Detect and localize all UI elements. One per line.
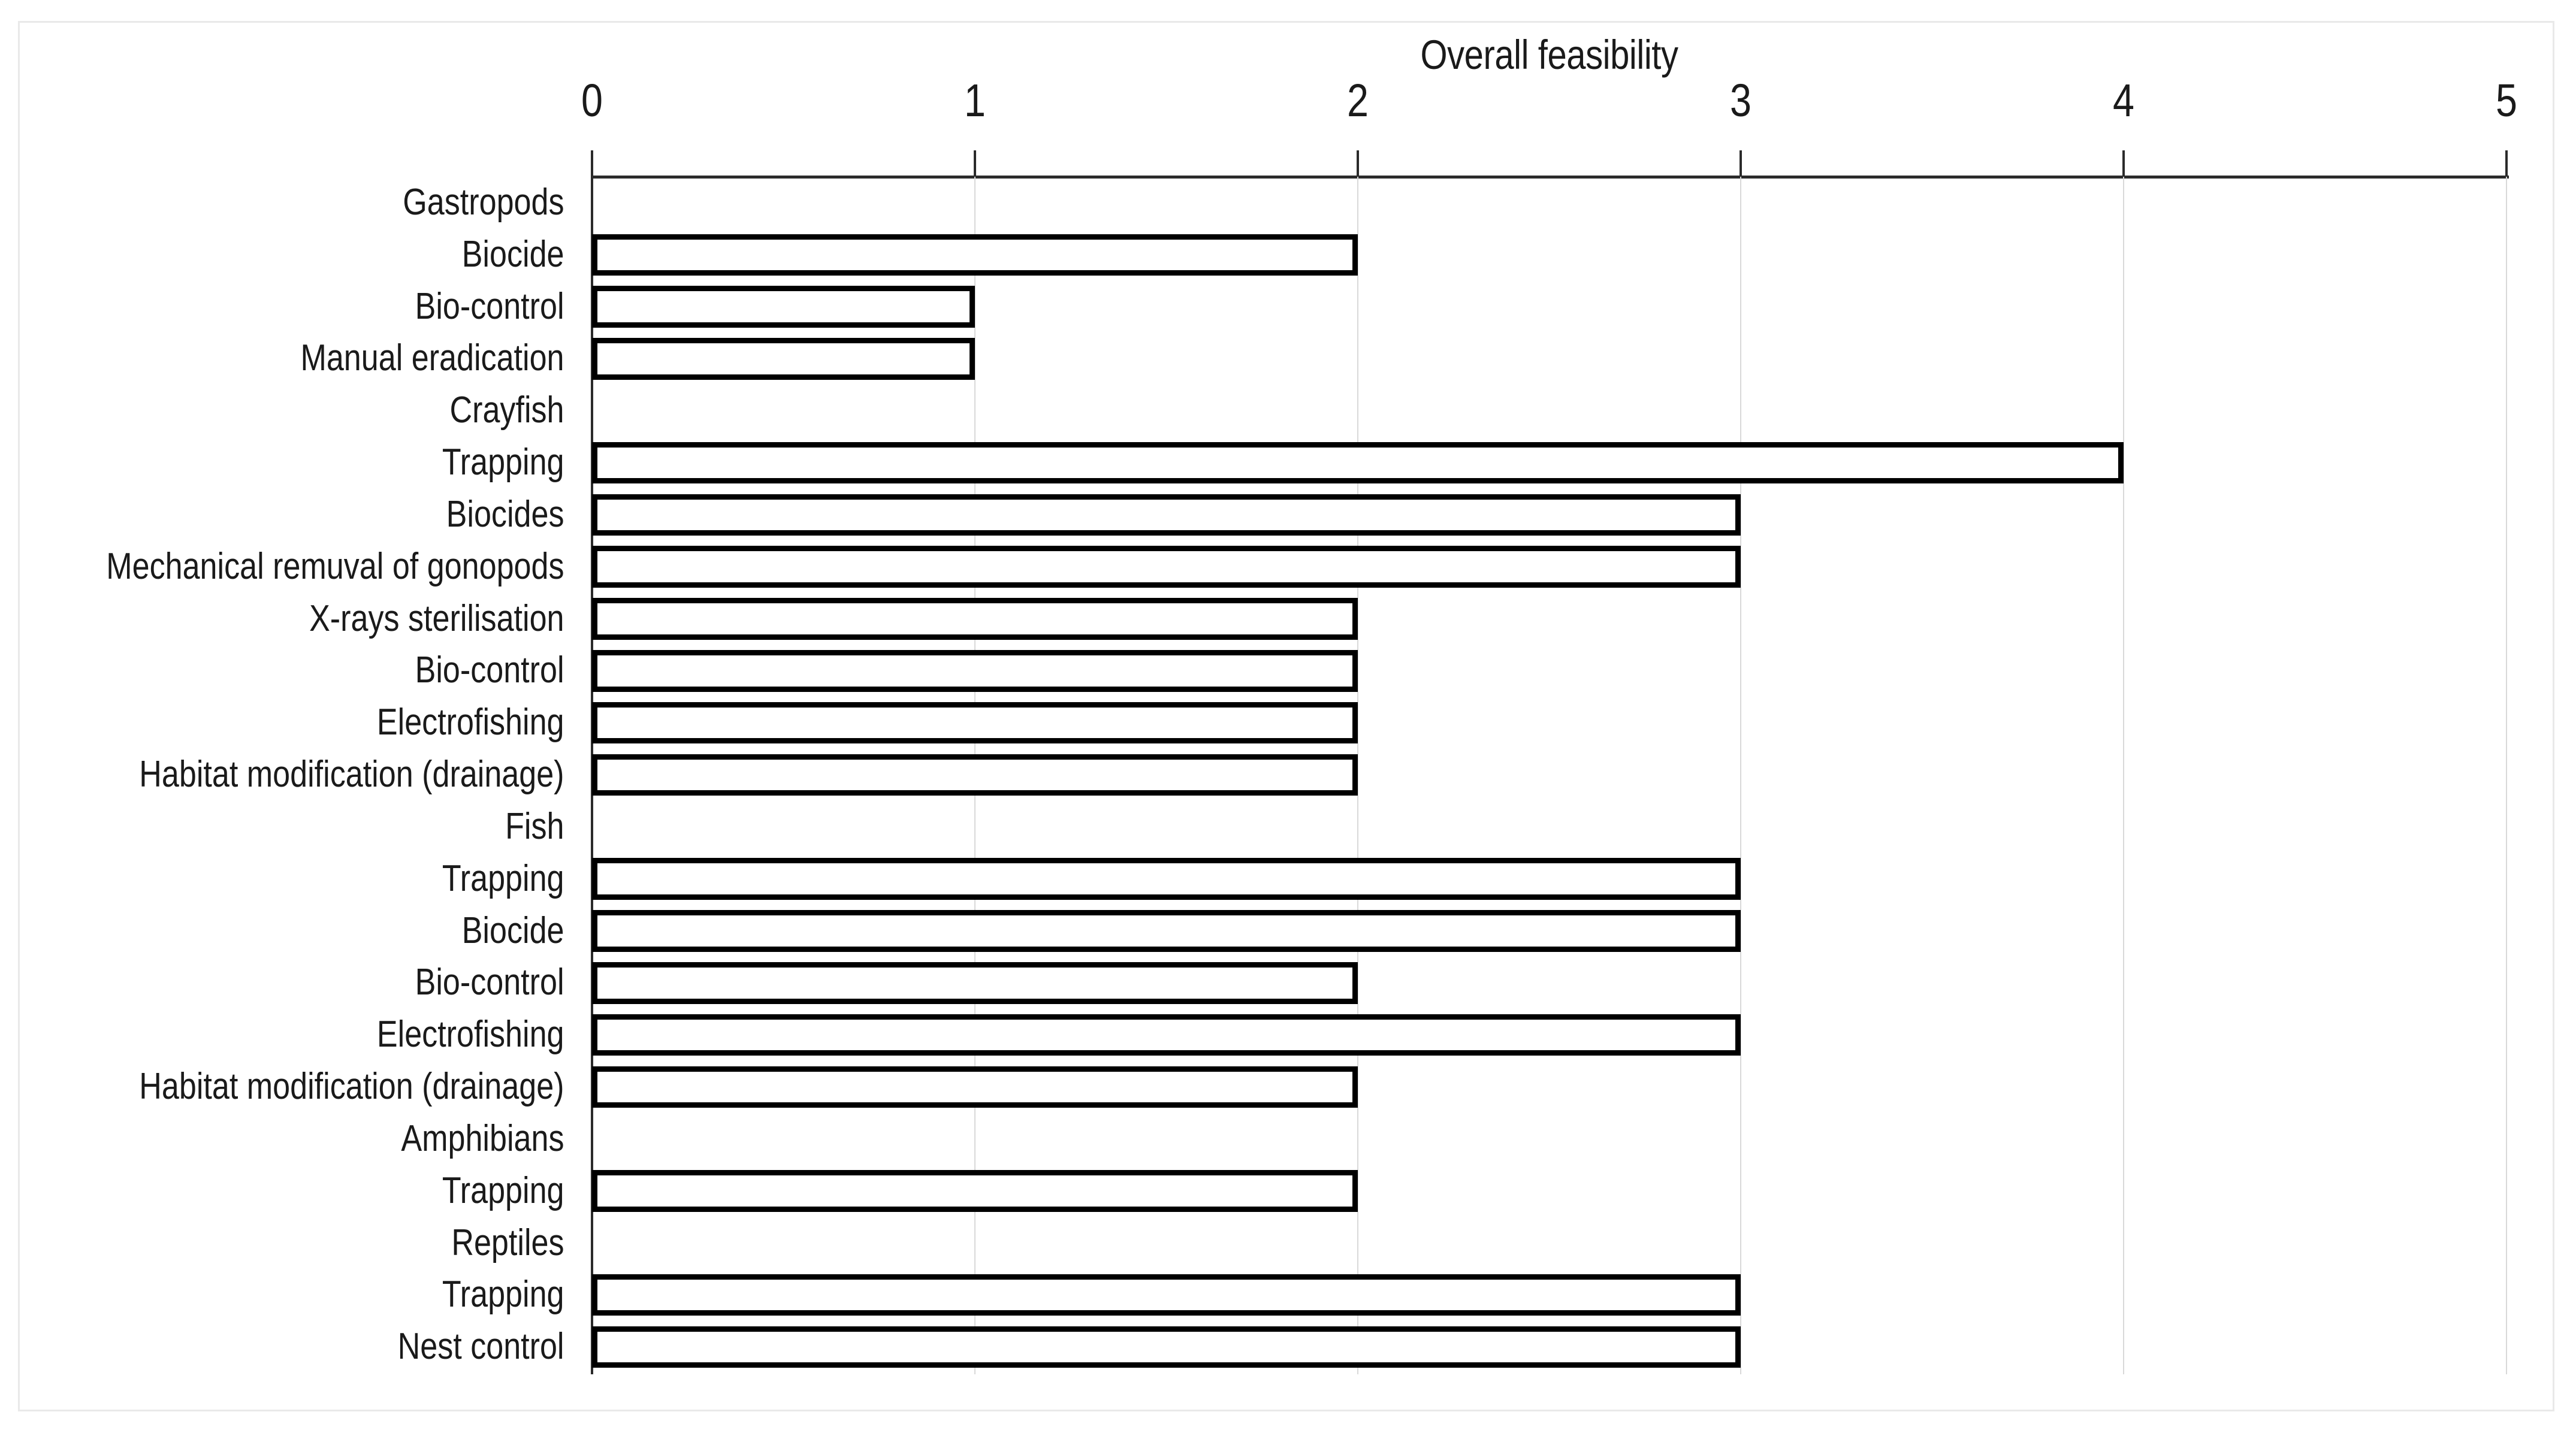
y-axis-label: Habitat modification (drainage) [139, 1066, 564, 1108]
y-axis-label: Nest control [397, 1326, 564, 1368]
gridline-4 [2123, 177, 2124, 1374]
bar[interactable] [592, 338, 975, 380]
tick-mark-1 [974, 150, 976, 177]
x-tick-label-5: 5 [2496, 75, 2517, 126]
bar-row [592, 910, 2506, 952]
x-axis-line [592, 176, 2509, 179]
bar-row [592, 234, 2506, 276]
bar[interactable] [592, 598, 1358, 640]
x-tick-label-1: 1 [964, 75, 986, 126]
x-axis-tick-labels: 0 1 2 3 4 5 [0, 72, 2576, 132]
y-axis-label: Crayfish [449, 389, 564, 431]
bar-row [592, 1170, 2506, 1212]
y-axis-label: Biocides [446, 493, 564, 535]
y-axis-label: Amphibians [401, 1117, 564, 1159]
bar-row [592, 1274, 2506, 1316]
bar-row [592, 442, 2506, 484]
bar[interactable] [592, 650, 1358, 692]
bar[interactable] [592, 442, 2124, 484]
y-axis-label: Bio-control [415, 962, 564, 1003]
y-axis-label: Trapping [442, 442, 564, 483]
y-axis-label: Biocide [461, 909, 564, 951]
bar-row [592, 1066, 2506, 1108]
bar-row [592, 754, 2506, 796]
bar-row [592, 546, 2506, 588]
x-tick-label-0: 0 [581, 75, 603, 126]
x-tick-label-3: 3 [1730, 75, 1751, 126]
bar[interactable] [592, 546, 1741, 588]
bar[interactable] [592, 286, 975, 328]
bar[interactable] [592, 1014, 1741, 1056]
bar-row [592, 494, 2506, 536]
chart-title: Overall feasibility [1420, 32, 1678, 78]
bar-row [592, 338, 2506, 380]
bar[interactable] [592, 234, 1358, 276]
y-axis-label: Gastropods [403, 182, 564, 223]
bar-row [592, 650, 2506, 692]
bar-row [592, 806, 2506, 848]
bar[interactable] [592, 754, 1358, 796]
bar[interactable] [592, 494, 1741, 536]
y-axis-label: Habitat modification (drainage) [139, 754, 564, 796]
y-axis-label: Mechanical remuval of gonopods [106, 545, 564, 587]
bar[interactable] [592, 858, 1741, 900]
gridline-3 [1740, 177, 1741, 1374]
bar-row [592, 702, 2506, 744]
y-axis-label: Biocide [461, 233, 564, 275]
y-axis-label: Reptiles [451, 1222, 564, 1263]
y-axis-label: Fish [505, 805, 564, 847]
bar-row [592, 1118, 2506, 1160]
bar-row [592, 598, 2506, 640]
x-tick-label-4: 4 [2113, 75, 2134, 126]
tick-mark-5 [2505, 150, 2508, 177]
y-axis-label: Trapping [442, 857, 564, 899]
tick-mark-0 [591, 150, 593, 177]
bar[interactable] [592, 1274, 1741, 1316]
y-axis-label: Bio-control [415, 649, 564, 691]
bar-row [592, 1326, 2506, 1368]
tick-mark-4 [2122, 150, 2125, 177]
y-axis-label: Trapping [442, 1169, 564, 1211]
bar-row [592, 286, 2506, 328]
bar[interactable] [592, 1326, 1741, 1368]
plot-area [591, 150, 2508, 1374]
bar-row [592, 858, 2506, 900]
y-axis-label: Trapping [442, 1274, 564, 1316]
y-axis-label: Electrofishing [376, 1014, 564, 1056]
y-axis-label: Manual eradication [300, 337, 564, 379]
bar-row [592, 962, 2506, 1004]
tick-mark-3 [1740, 150, 1742, 177]
bar[interactable] [592, 702, 1358, 744]
bar[interactable] [592, 910, 1741, 952]
y-axis-label: Electrofishing [376, 702, 564, 743]
gridline-2 [1357, 177, 1358, 1374]
bar[interactable] [592, 1066, 1358, 1108]
gridline-5 [2506, 177, 2507, 1374]
y-axis-label: X-rays sterilisation [309, 597, 564, 639]
y-axis-label: Bio-control [415, 285, 564, 327]
tick-mark-2 [1357, 150, 1359, 177]
x-tick-label-2: 2 [1347, 75, 1369, 126]
bar-rows [592, 177, 2506, 1373]
bar[interactable] [592, 1170, 1358, 1212]
bar-row [592, 1222, 2506, 1263]
bar-row [592, 1014, 2506, 1056]
bar[interactable] [592, 962, 1358, 1004]
bar-row [592, 390, 2506, 431]
bar-row [592, 182, 2506, 223]
